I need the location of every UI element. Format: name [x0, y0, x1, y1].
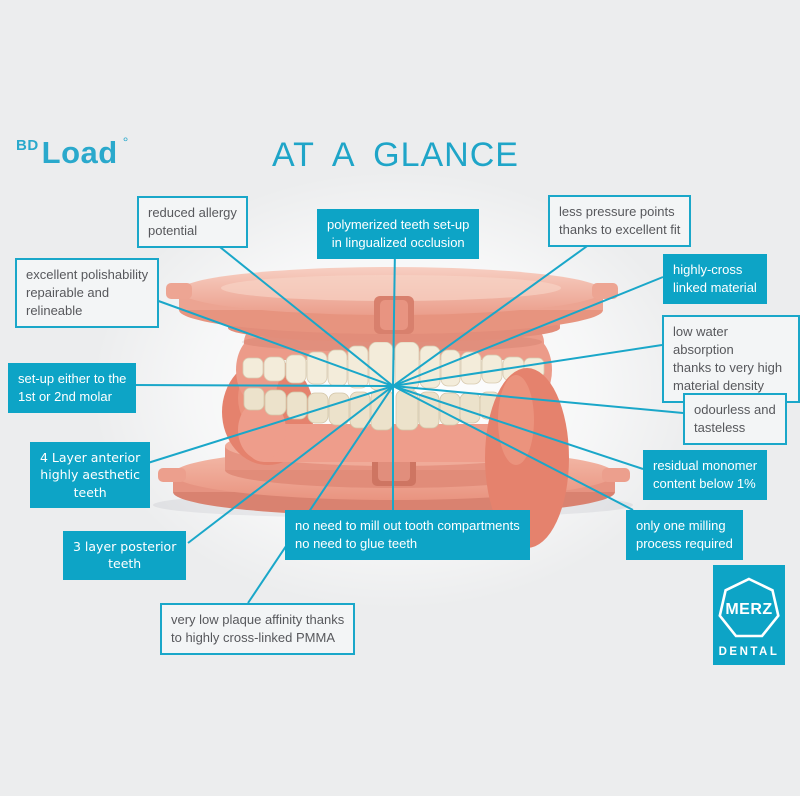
callout-four-layer: 4 Layer anterior highly aesthetic teeth [30, 442, 151, 508]
logo-subtitle: DENTAL [718, 646, 780, 658]
brand-name: Load [41, 135, 118, 170]
callout-setup-molar: set-up either to the 1st or 2nd molar [8, 363, 137, 413]
callout-polymerized-teeth: polymerized teeth set-up in lingualized … [317, 209, 480, 259]
callout-no-mill-no-glue: no need to mill out tooth compartments n… [285, 510, 530, 560]
callout-one-milling: only one milling process required [626, 510, 743, 560]
callout-cross-linked: highly-cross linked material [663, 254, 767, 304]
callout-water-absorption: low water absorption thanks to very high… [662, 315, 800, 403]
merz-dental-logo: MERZ DENTAL [713, 565, 785, 665]
logo-name: MERZ [725, 601, 773, 618]
brand-trademark: ° [122, 134, 129, 150]
callout-three-layer: 3 layer posterior teeth [63, 531, 187, 580]
callout-plaque-affinity: very low plaque affinity thanks to highl… [160, 603, 356, 655]
callout-residual-monomer: residual monomer content below 1% [643, 450, 768, 500]
callout-reduced-allergy: reduced allergy potential [137, 196, 248, 248]
callout-less-pressure: less pressure points thanks to excellent… [548, 195, 692, 247]
brand-prefix: BD [16, 137, 39, 154]
callout-odourless: odourless and tasteless [683, 393, 787, 445]
callout-polishability: excellent polishability repairable and r… [15, 258, 160, 328]
heptagon-icon [718, 577, 780, 638]
page-title: AT A GLANCE [272, 136, 519, 174]
brand-logo: BDLoad° [16, 134, 128, 171]
